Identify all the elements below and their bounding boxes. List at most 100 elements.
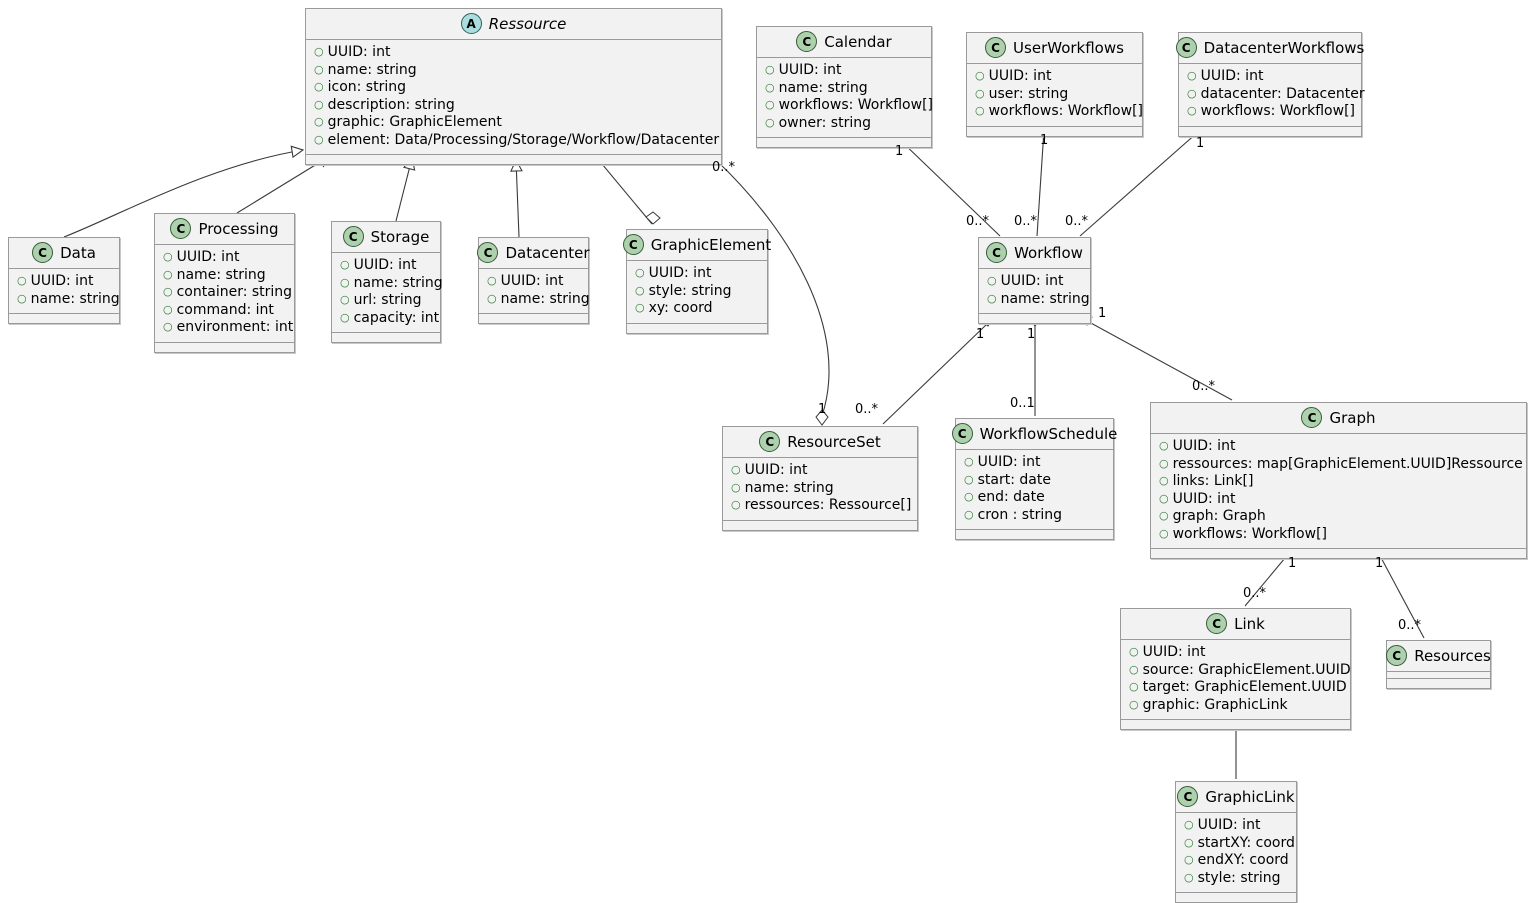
attribute-text: workflows: Workflow[]	[1172, 525, 1327, 542]
visibility-public-icon: ○	[635, 301, 645, 314]
visibility-public-icon: ○	[1159, 456, 1169, 470]
class-name-graphiclink: GraphicLink	[1205, 787, 1295, 806]
attribute-text: datacenter: Datacenter	[1200, 85, 1365, 102]
visibility-public-icon: ○	[1187, 86, 1197, 100]
attribute-row: ○element: Data/Processing/Storage/Workfl…	[314, 132, 719, 150]
attribute-text: environment: int	[176, 319, 294, 335]
attribute-text: name: string	[30, 290, 120, 307]
attribute-row: ○description: string	[314, 97, 713, 115]
attribute-text: name: string	[176, 266, 266, 283]
visibility-public-icon: ○	[975, 86, 985, 100]
edge-datacenter-ressource	[516, 160, 519, 238]
multiplicity-label: 0..*	[1243, 586, 1267, 601]
class-icon: C	[170, 218, 192, 239]
attribute-row: ○workflows: Workflow[]	[1159, 526, 1518, 544]
class-operations-data	[9, 314, 119, 323]
class-icon: C	[951, 423, 973, 444]
attribute-row: ○name: string	[340, 275, 443, 293]
visibility-public-icon: ○	[1184, 870, 1194, 884]
multiplicity-label: 0..1	[1010, 396, 1035, 411]
attribute-row: ○name: string	[17, 291, 120, 309]
multiplicity-label: 1	[1196, 136, 1205, 151]
attribute-text: name: string	[500, 290, 590, 307]
attribute-text: user: string	[988, 85, 1069, 102]
attribute-row: ○graphic: GraphicLink	[1129, 697, 1342, 715]
multiplicity-label: 0..*	[966, 214, 990, 229]
class-operations-resourceset	[723, 520, 917, 530]
attribute-row: ○ressources: Ressource[]	[731, 497, 912, 515]
attribute-text: UUID: int	[744, 462, 808, 478]
attribute-row: ○name: string	[487, 291, 590, 309]
class-attributes-processing: ○UUID: int○name: string○container: strin…	[155, 245, 294, 343]
class-name-calendar: Calendar	[824, 32, 892, 51]
class-name-processing: Processing	[198, 219, 279, 238]
attribute-text: end: date	[977, 489, 1045, 505]
attribute-text: UUID: int	[30, 273, 94, 289]
attribute-row: ○owner: string	[765, 115, 923, 133]
attribute-row: ○UUID: int	[987, 273, 1082, 291]
attribute-row: ○graphic: GraphicElement	[314, 114, 713, 132]
visibility-public-icon: ○	[163, 250, 173, 263]
attribute-row: ○style: string	[1184, 870, 1288, 888]
attribute-row: ○name: string	[765, 80, 923, 98]
attribute-row: ○workflows: Workflow[]	[975, 103, 1143, 121]
class-icon: C	[759, 431, 781, 452]
visibility-public-icon: ○	[340, 258, 350, 271]
attribute-text: name: string	[353, 274, 443, 291]
attribute-text: UUID: int	[327, 44, 391, 60]
attribute-row: ○workflows: Workflow[]	[765, 97, 933, 115]
attribute-row: ○environment: int	[163, 319, 293, 337]
visibility-public-icon: ○	[731, 498, 741, 511]
visibility-public-icon: ○	[1129, 697, 1139, 711]
class-operations-workflow	[979, 314, 1090, 323]
visibility-public-icon: ○	[314, 132, 324, 146]
visibility-public-icon: ○	[731, 463, 741, 476]
attribute-row: ○cron : string	[964, 507, 1105, 525]
class-operations-userworkflows	[967, 126, 1142, 136]
multiplicity-label: 1	[1040, 133, 1049, 148]
class-name-datacenter: Datacenter	[505, 243, 590, 262]
multiplicity-label: 1	[895, 144, 904, 159]
visibility-public-icon: ○	[314, 97, 324, 111]
multiplicity-label: 0..*	[1014, 214, 1038, 229]
class-attributes-graphicelement: ○UUID: int○style: string○xy: coord	[627, 261, 767, 324]
uml-class-processing[interactable]: C Processing ○UUID: int○name: string○conta…	[154, 213, 295, 353]
attribute-text: links: Link[]	[1172, 473, 1254, 489]
multiplicity-label: 1	[1027, 327, 1036, 342]
attribute-row: ○endXY: coord	[1184, 852, 1289, 870]
attribute-row: ○ressources: map[GraphicElement.UUID]Res…	[1159, 456, 1523, 474]
visibility-public-icon: ○	[314, 115, 324, 128]
visibility-public-icon: ○	[1187, 69, 1197, 82]
visibility-public-icon: ○	[163, 302, 173, 316]
visibility-public-icon: ○	[314, 80, 324, 93]
attribute-text: graphic: GraphicElement	[327, 114, 502, 130]
attribute-row: ○name: string	[731, 480, 909, 498]
attribute-text: source: GraphicElement.UUID	[1142, 661, 1351, 678]
attribute-text: ressources: Ressource[]	[744, 497, 912, 513]
class-attributes-graphiclink: ○UUID: int○startXY: coord○endXY: coord○s…	[1176, 813, 1296, 893]
visibility-public-icon: ○	[163, 285, 173, 298]
class-operations-ressource	[306, 155, 721, 164]
class-icon: C	[622, 234, 644, 255]
attribute-row: ○container: string	[163, 284, 292, 302]
visibility-public-icon: ○	[987, 291, 997, 305]
